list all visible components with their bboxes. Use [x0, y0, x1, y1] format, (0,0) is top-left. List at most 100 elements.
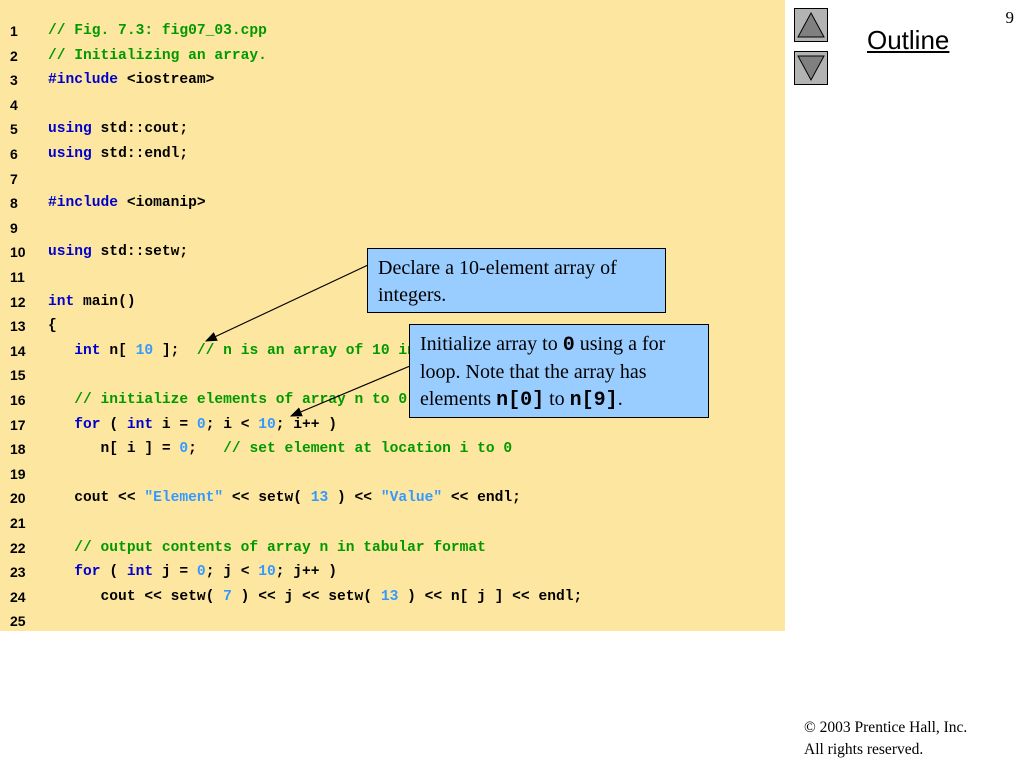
code-line: 5 using std::cout; — [0, 117, 785, 141]
code-token: // set element at location i to 0 — [223, 441, 513, 458]
code-line: 17 for ( int i = 0; i < 10; i++ ) — [0, 413, 785, 437]
code-token: "Value" — [380, 490, 443, 507]
line-number: 12 — [10, 293, 26, 310]
previous-slide-button[interactable] — [794, 8, 828, 42]
code-line: 22 // output contents of array n in tabu… — [0, 536, 785, 560]
code-token: std::setw; — [91, 244, 189, 261]
outline-link[interactable]: Outline — [867, 25, 950, 55]
code-line: 18 n[ i ] = 0; // set element at locatio… — [0, 437, 785, 461]
code-text: for ( int i = 0; i < 10; i++ ) — [48, 413, 337, 437]
code-panel: 1// Fig. 7.3: fig07_03.cpp 2 // Initializi… — [0, 0, 785, 631]
next-slide-button[interactable] — [794, 51, 828, 85]
code-token: // Initializing an array. — [48, 47, 267, 64]
code-token: 10 — [258, 416, 276, 433]
code-token — [48, 392, 74, 408]
code-line: 19 — [0, 462, 785, 486]
code-token — [48, 417, 74, 433]
code-text: cout << setw( 7 ) << j << setw( 13 ) << … — [48, 585, 583, 609]
code-token: 13 — [310, 490, 329, 507]
code-token: <iomanip> — [118, 195, 206, 212]
line-number: 4 — [10, 96, 18, 113]
code-text: #include <iomanip> — [48, 191, 206, 215]
code-token: 7 — [223, 588, 232, 605]
code-token: ) << j << setw( — [231, 588, 381, 605]
code-token: 0 — [196, 416, 206, 433]
line-number: 21 — [10, 515, 26, 531]
code-token: ]; — [153, 342, 197, 359]
code-text: n[ i ] = 0; // set element at location i… — [48, 437, 513, 461]
callout2-text-part4: . — [617, 388, 623, 410]
page-number: 9 — [1005, 8, 1015, 27]
code-text: // Initializing an array. — [48, 44, 267, 68]
code-token: for — [74, 416, 101, 433]
code-line: 15 — [0, 363, 785, 387]
line-number: 22 — [10, 539, 26, 556]
code-line: 23 for ( int j = 0; j < 10; j++ ) — [0, 560, 785, 584]
line-number: 23 — [10, 564, 26, 581]
callout2-text-part2: using a for loop. Note that the array ha… — [420, 333, 666, 410]
copyright-notice: © 2003 Prentice Hall, Inc. All rights re… — [804, 717, 967, 761]
code-token: int — [48, 293, 75, 310]
code-token: ; j++ ) — [275, 564, 338, 581]
code-token: <iostream> — [118, 72, 215, 89]
line-number: 16 — [10, 392, 26, 408]
line-number: 5 — [10, 121, 18, 138]
code-token: ; — [188, 441, 224, 458]
code-text: // Fig. 7.3: fig07_03.cpp — [48, 19, 267, 43]
callout-declare-array-text: Declare a 10-element array of integers. — [378, 257, 617, 306]
code-token: cout << — [48, 490, 145, 507]
line-number: 2 — [10, 47, 18, 64]
code-token: ) << n[ j ] << endl; — [398, 588, 583, 605]
code-line: 11 — [0, 265, 785, 289]
callout-declare-array: Declare a 10-element array of integers. — [367, 248, 666, 313]
code-token — [48, 540, 74, 556]
code-text: // output contents of array n in tabular… — [48, 536, 486, 560]
line-number: 25 — [10, 613, 26, 630]
code-text: using std::setw; — [48, 240, 188, 264]
code-line: 8 #include <iomanip> — [0, 191, 785, 215]
code-token: 10 — [135, 342, 154, 359]
line-number: 24 — [10, 588, 26, 605]
triangle-down-icon — [797, 55, 825, 82]
line-number: 13 — [10, 318, 26, 335]
code-token: ( — [100, 416, 127, 433]
code-token: ( — [100, 564, 127, 581]
code-text: // initialize elements of array n to 0 — [48, 388, 407, 412]
line-number: 8 — [10, 195, 18, 212]
code-line: 7 — [0, 167, 785, 191]
line-number: 18 — [10, 441, 26, 458]
code-text: cout << "Element" << setw( 13 ) << "Valu… — [48, 486, 521, 510]
code-token: ; i < — [205, 416, 259, 433]
code-token: n[ — [100, 342, 136, 359]
code-token: main() — [74, 293, 136, 310]
triangle-up-icon — [797, 11, 825, 38]
code-token: j = — [153, 564, 197, 581]
code-token: using — [48, 121, 92, 138]
code-token: std::cout; — [91, 121, 189, 138]
line-number: 7 — [10, 170, 18, 187]
line-number: 11 — [10, 269, 25, 285]
line-number: 15 — [10, 367, 26, 384]
code-line: 21 — [0, 511, 785, 535]
code-token: std::endl; — [91, 146, 189, 162]
callout-initialize-array: Initialize array to 0 using a for loop. … — [409, 324, 709, 418]
callout2-code-zero: 0 — [562, 334, 575, 357]
code-line: 24 cout << setw( 7 ) << j << setw( 13 ) … — [0, 585, 785, 609]
copyright-line-2: All rights reserved. — [804, 741, 924, 758]
code-text: int n[ 10 ]; // n is an array of 10 inte… — [48, 339, 468, 363]
callout2-text-part3: to — [544, 388, 570, 410]
code-token: int — [126, 564, 154, 581]
code-line: 1// Fig. 7.3: fig07_03.cpp — [0, 19, 785, 43]
callout2-text-part1: Initialize array to — [420, 333, 563, 355]
code-text: for ( int j = 0; j < 10; j++ ) — [48, 560, 337, 584]
line-number: 9 — [10, 219, 18, 236]
code-line: 4 — [0, 93, 785, 117]
code-token: int — [74, 342, 101, 359]
code-token: i = — [153, 416, 197, 433]
code-token: 13 — [380, 588, 399, 605]
code-token: 0 — [196, 564, 206, 581]
code-token: using — [48, 244, 92, 261]
code-token: cout << setw( — [48, 588, 224, 605]
code-token: #include — [48, 72, 119, 89]
